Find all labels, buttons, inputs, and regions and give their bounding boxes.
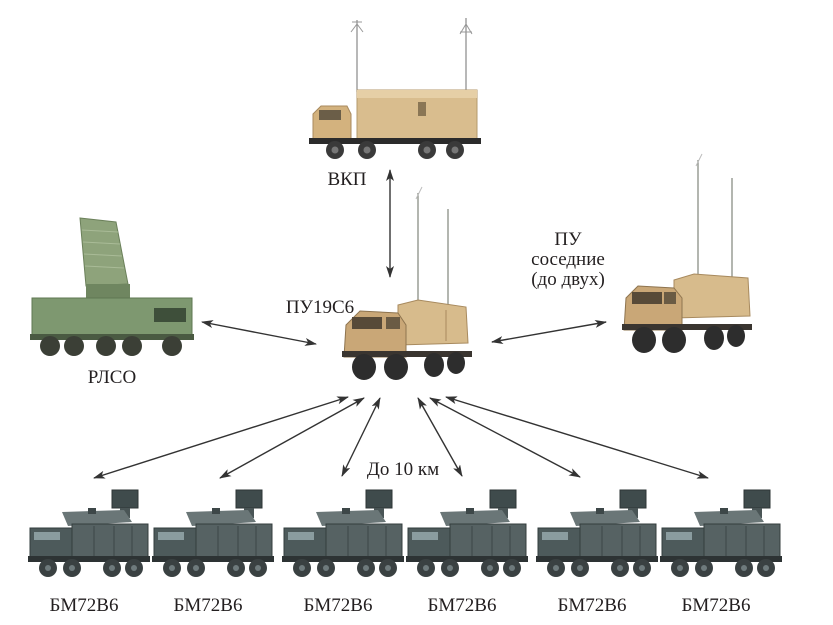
pu-neighbors-line3: (до двух) xyxy=(531,269,605,290)
bm-vehicle xyxy=(152,488,274,588)
rlso-label: РЛСО xyxy=(87,367,137,388)
arrow-rlso-pu xyxy=(201,320,317,346)
bm-vehicle xyxy=(660,488,782,588)
arrow-pu-bm1 xyxy=(93,396,349,479)
bm-vehicle-image xyxy=(282,489,404,577)
pu-neighbor-vehicle xyxy=(622,153,752,353)
pu-neighbors-label: ПУ соседние (до двух) xyxy=(520,230,616,290)
bm-label: БМ72В6 xyxy=(681,595,751,616)
pu-main-vehicle xyxy=(342,186,472,380)
arrow-pu-bm3 xyxy=(341,397,381,477)
bm-vehicle-image xyxy=(152,489,274,577)
pu-neighbors-line1: ПУ xyxy=(554,229,582,250)
bm-vehicle-image xyxy=(660,489,782,577)
bm-label: БМ72В6 xyxy=(49,595,119,616)
bm-label: БМ72В6 xyxy=(557,595,627,616)
vkp-label: ВКП xyxy=(327,169,367,190)
arrow-pu-neighbors xyxy=(491,319,607,345)
rlso-vehicle xyxy=(30,217,194,356)
bm-vehicle xyxy=(282,488,404,588)
pu-main-label: ПУ19С6 xyxy=(285,297,355,318)
arrow-pu-bm6 xyxy=(445,396,709,479)
bm-vehicle xyxy=(406,488,528,588)
range-label: До 10 км xyxy=(366,459,440,480)
bm-label: БМ72В6 xyxy=(427,595,497,616)
bm-label: БМ72В6 xyxy=(303,595,373,616)
bm-label: БМ72В6 xyxy=(173,595,243,616)
bm-vehicle xyxy=(28,488,150,588)
pu-neighbors-line2: соседние xyxy=(531,249,605,270)
vkp-vehicle xyxy=(309,18,481,159)
arrow-pu-bm5 xyxy=(429,397,581,478)
arrow-pu-bm2 xyxy=(219,397,365,479)
bm-vehicle-image xyxy=(536,489,658,577)
bm-vehicle xyxy=(536,488,658,588)
bm-vehicle-image xyxy=(406,489,528,577)
bm-vehicle-image xyxy=(28,489,150,577)
